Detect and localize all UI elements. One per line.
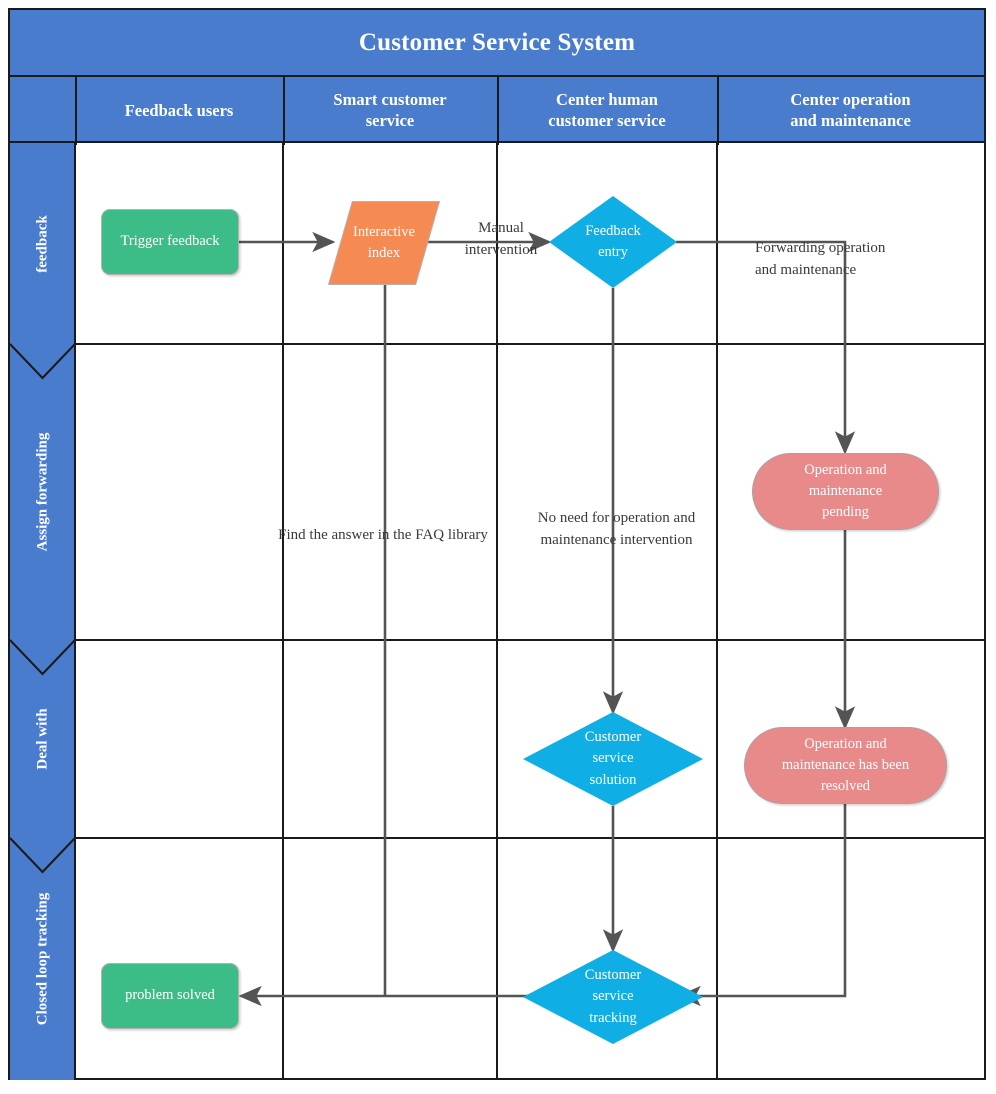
node-problem-solved[interactable]: problem solved	[101, 963, 239, 1029]
node-label-customer-service-tracking: Customer service tracking	[584, 967, 642, 1026]
swimlane-strip: feedback Assign forwarding Deal with Clo…	[10, 143, 75, 1080]
node-label-customer-service-solution: Customer service solution	[584, 729, 642, 788]
column-header-smart-customer-service: Smart customer service	[333, 90, 447, 130]
column-header-feedback-users: Feedback users	[124, 100, 234, 120]
column-header-center-operation-and-maintenance: Center operation and maintenance	[790, 90, 911, 130]
node-operation-and-maintenance-has-been-resolved[interactable]: Operation and maintenance has been resol…	[744, 727, 947, 804]
connectors	[238, 231, 856, 1007]
node-operation-and-maintenance-pending[interactable]: Operation and maintenance pending	[752, 453, 939, 530]
diagram-title-band: Customer Service System	[10, 10, 984, 75]
header-sep-2	[497, 77, 499, 145]
column-header-band: Feedback users Smart customer service Ce…	[10, 75, 984, 145]
edge-label-manual-intervention: Manual intervention	[464, 220, 538, 258]
grid-lines	[74, 143, 984, 1080]
node-customer-service-solution[interactable]: Customer service solution	[523, 712, 703, 806]
edge-label-forwarding-operation-and-maintenance: Forwarding operation and maintenance	[755, 240, 886, 278]
node-label-operation-and-maintenance-has-been-resolved: Operation and maintenance has been resol…	[781, 735, 910, 794]
node-label-trigger-feedback: Trigger feedback	[120, 233, 220, 250]
column-header-center-human-customer-service: Center human customer service	[548, 90, 666, 130]
swimlane-assign-forwarding: Assign forwarding	[10, 344, 75, 640]
node-customer-service-tracking[interactable]: Customer service tracking	[523, 950, 703, 1044]
node-label-operation-and-maintenance-pending: Operation and maintenance pending	[804, 461, 887, 520]
header-sep-0	[75, 77, 77, 145]
node-label-feedback-entry: Feedback entry	[585, 222, 641, 260]
node-trigger-feedback[interactable]: Trigger feedback	[101, 209, 239, 275]
edge-label-no-need-for-operation-and-maintenance-intervention: No need for operation and maintenance in…	[537, 510, 696, 548]
header-sep-1	[283, 77, 285, 145]
diagram-title: Customer Service System	[358, 28, 636, 56]
node-label-interactive-index: Interactive index	[353, 223, 415, 261]
lane-chevrons	[9, 343, 76, 874]
edge-feedback-entry-to-pending	[676, 240, 856, 455]
swimlane-closed-loop-tracking: Closed loop tracking	[10, 838, 75, 1080]
header-sep-3	[717, 77, 719, 145]
swimlane-feedback: feedback	[10, 143, 75, 344]
node-label-problem-solved: problem solved	[125, 987, 215, 1004]
edge-label-find-the-answer-in-the-faq-library: Find the answer in the FAQ library	[278, 527, 488, 543]
edge-resolved-to-tracking	[677, 804, 847, 1007]
node-feedback-entry[interactable]: Feedback entry	[549, 196, 677, 288]
